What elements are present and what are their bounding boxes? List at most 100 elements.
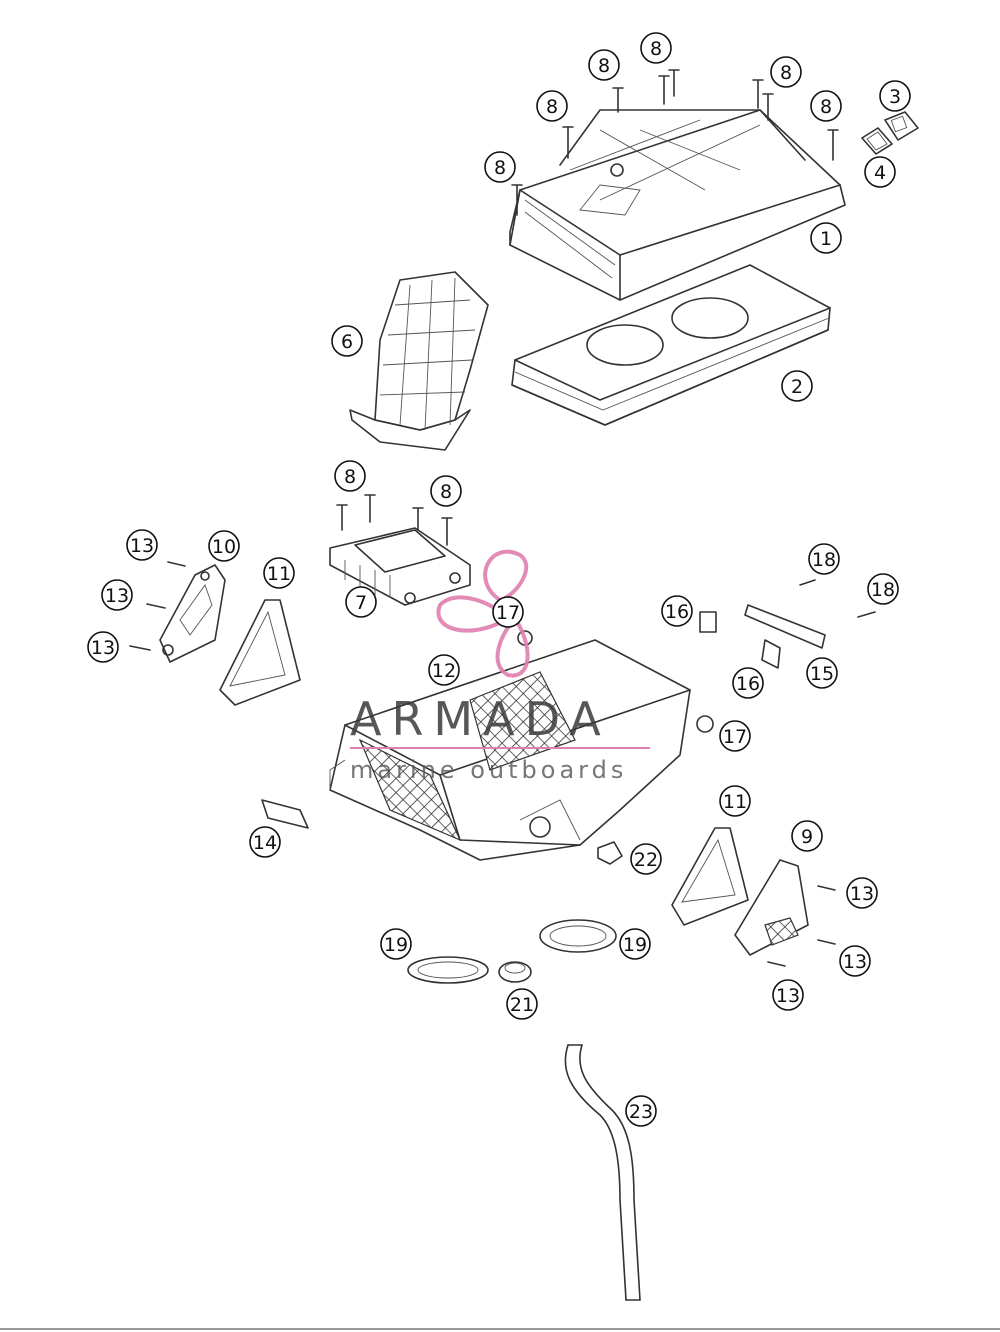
drain-hose-part (564, 1044, 641, 1301)
air-filter-element-part (511, 264, 831, 426)
callout-18a: 18 (808, 543, 840, 575)
callout-number: 11 (723, 791, 747, 813)
callout-number: 13 (776, 985, 800, 1007)
callout-circle (625, 1095, 657, 1127)
callout-circle (101, 579, 133, 611)
callout-number: 13 (843, 951, 867, 973)
callout-number: 9 (801, 826, 813, 848)
callout-circle (630, 843, 662, 875)
callout-number: 8 (344, 466, 356, 488)
bottom-border (0, 1328, 1000, 1330)
drain-clip-part (261, 799, 309, 829)
callout-circle (772, 979, 804, 1011)
callout-8h: 8 (430, 475, 462, 507)
callout-number: 17 (496, 602, 520, 624)
callout-circle (249, 826, 281, 858)
callout-number: 7 (355, 592, 367, 614)
callout-13f: 13 (772, 979, 804, 1011)
callout-number: 13 (850, 883, 874, 905)
watermark-brand: ARMADA (350, 692, 611, 746)
callout-19a: 19 (380, 928, 412, 960)
callout-circle (846, 877, 878, 909)
callout-circle (536, 90, 568, 122)
callout-circle (87, 631, 119, 663)
callout-circle (810, 222, 842, 254)
callout-number: 12 (432, 660, 456, 682)
callout-circle (719, 720, 751, 752)
callout-8g: 8 (334, 460, 366, 492)
callout-circle (263, 557, 295, 589)
callout-16a: 16 (661, 595, 693, 627)
flange-bolts-part (336, 494, 453, 546)
callout-3: 3 (879, 80, 911, 112)
callout-number: 8 (440, 481, 452, 503)
callout-number: 8 (820, 96, 832, 118)
callout-8c: 8 (588, 49, 620, 81)
callout-1: 1 (810, 222, 842, 254)
callout-number: 19 (623, 934, 647, 956)
side-mount-plate-part (744, 604, 826, 669)
intake-duct-part (349, 271, 489, 451)
callout-2: 2 (781, 370, 813, 402)
mount-screws-part (799, 579, 876, 618)
callout-22: 22 (630, 843, 662, 875)
callout-number: 16 (736, 673, 760, 695)
callout-number: 11 (267, 563, 291, 585)
callout-number: 4 (874, 162, 886, 184)
callout-number: 8 (494, 157, 506, 179)
callout-circle (810, 90, 842, 122)
callout-number: 2 (791, 376, 803, 398)
callout-number: 1 (820, 228, 832, 250)
callout-18b: 18 (867, 573, 899, 605)
callout-number: 17 (723, 726, 747, 748)
callout-number: 19 (384, 934, 408, 956)
callout-circle (492, 596, 524, 628)
callout-number: 13 (130, 535, 154, 557)
callout-11b: 11 (719, 785, 751, 817)
callout-13a: 13 (126, 529, 158, 561)
callout-12: 12 (428, 654, 460, 686)
callout-13c: 13 (87, 631, 119, 663)
callout-circle (619, 928, 651, 960)
callout-number: 10 (212, 536, 236, 558)
callout-8d: 8 (640, 32, 672, 64)
callout-number: 15 (810, 663, 834, 685)
callout-circle (781, 370, 813, 402)
callout-8f: 8 (810, 90, 842, 122)
callout-17a: 17 (492, 596, 524, 628)
callout-circle (484, 151, 516, 183)
callout-17b: 17 (719, 720, 751, 752)
callout-8b: 8 (536, 90, 568, 122)
callout-number: 16 (665, 601, 689, 623)
callout-number: 21 (510, 994, 534, 1016)
callout-circle (867, 573, 899, 605)
callout-number: 8 (546, 96, 558, 118)
callout-16b: 16 (732, 667, 764, 699)
right-gasket-frame-part (671, 827, 749, 926)
callout-13b: 13 (101, 579, 133, 611)
intake-flange-part (329, 527, 471, 606)
left-gasket-frame-part (219, 599, 301, 706)
callout-9: 9 (791, 820, 823, 852)
callout-circle (208, 530, 240, 562)
callout-circle (719, 785, 751, 817)
callout-13d: 13 (846, 877, 878, 909)
callout-circle (588, 49, 620, 81)
callout-8e: 8 (770, 56, 802, 88)
callout-number: 8 (780, 62, 792, 84)
speed-nut-part (699, 611, 717, 633)
seal-ring-right-part (539, 919, 617, 953)
callout-number: 13 (105, 585, 129, 607)
callout-14: 14 (249, 826, 281, 858)
callout-circle (806, 657, 838, 689)
sensor-gasket-part (861, 127, 893, 155)
callout-23: 23 (625, 1095, 657, 1127)
callout-number: 8 (598, 55, 610, 77)
callout-number: 18 (871, 579, 895, 601)
callout-7: 7 (345, 586, 377, 618)
callout-circle (661, 595, 693, 627)
callout-circle (732, 667, 764, 699)
airbox-cover-part (509, 109, 846, 301)
callout-15: 15 (806, 657, 838, 689)
